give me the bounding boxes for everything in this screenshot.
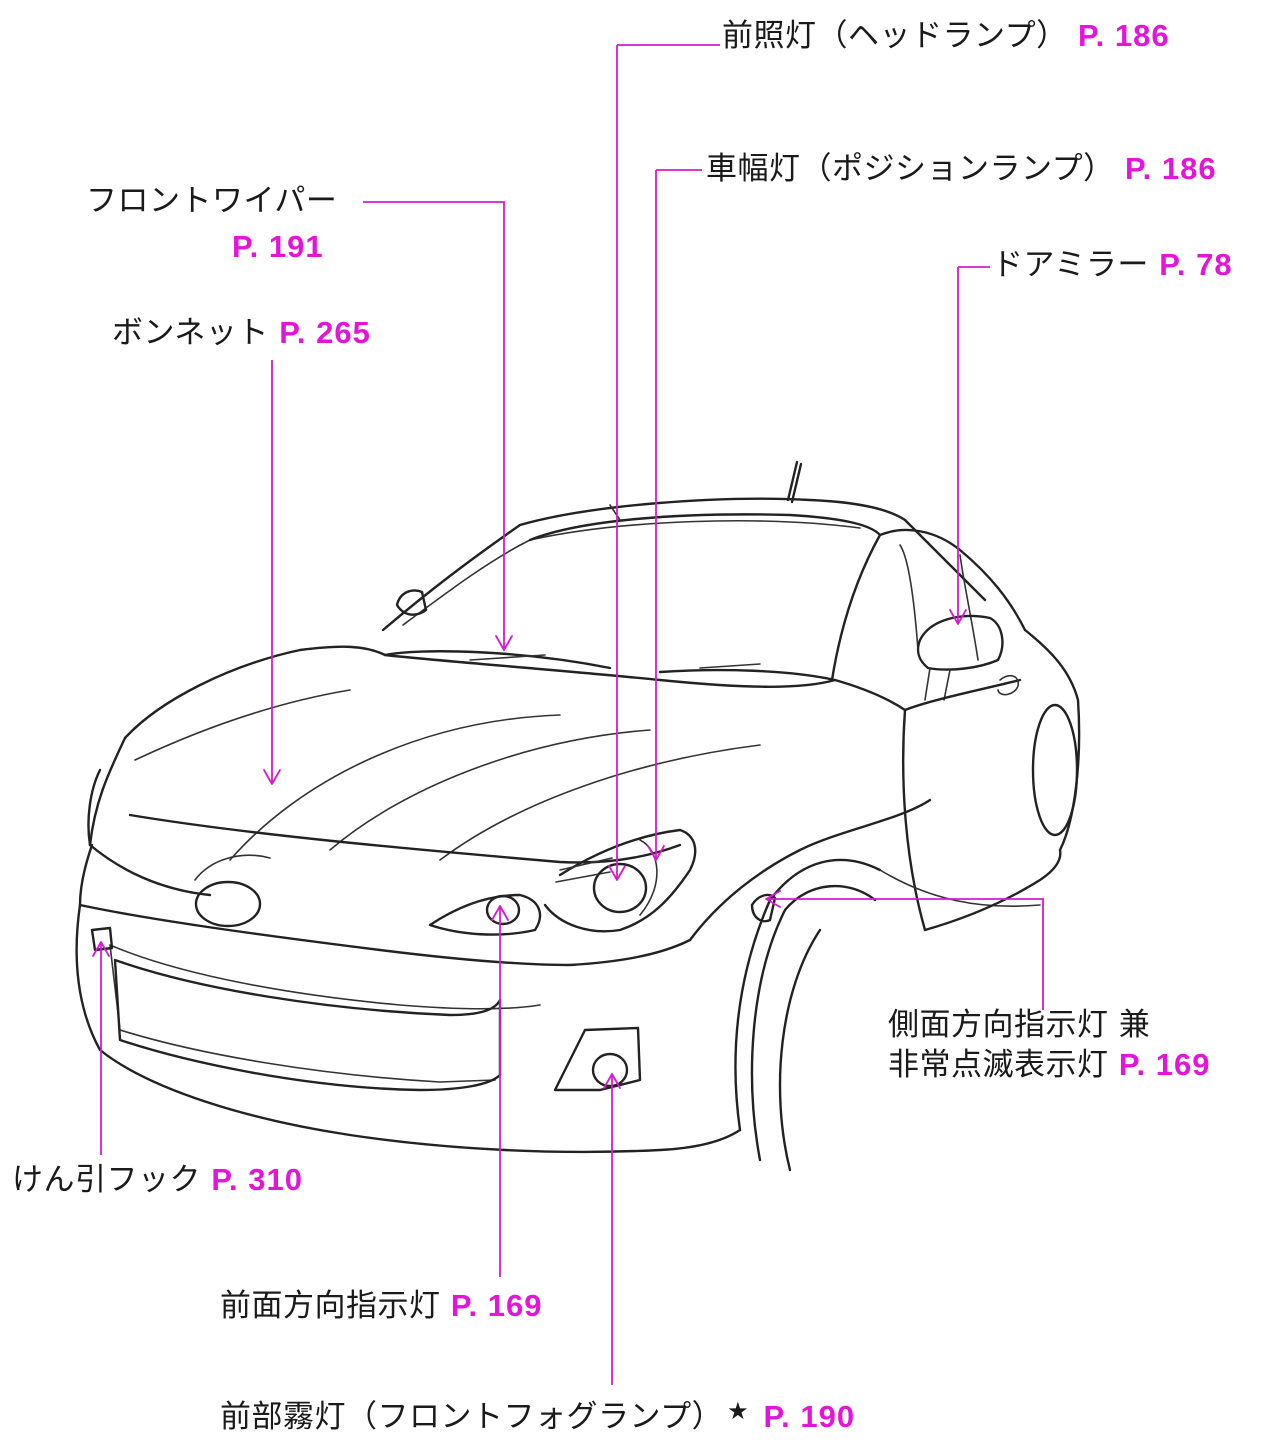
label-side-turn-line1: 側面方向指示灯 兼 bbox=[888, 1006, 1150, 1044]
label-bonnet-text: ボンネット bbox=[112, 315, 269, 351]
label-headlamp-text: 前照灯（ヘッドランプ） bbox=[722, 18, 1068, 54]
label-side-turn-text1: 側面方向指示灯 兼 bbox=[888, 1007, 1150, 1043]
label-fog-lamp: 前部霧灯（フロントフォグランプ）★ P. 190 bbox=[220, 1392, 855, 1436]
star-icon: ★ bbox=[727, 1397, 749, 1425]
page-ref-tow-hook[interactable]: P. 310 bbox=[211, 1162, 303, 1197]
label-side-turn-text2: 非常点滅表示灯 bbox=[888, 1047, 1109, 1083]
label-front-turn-text: 前面方向指示灯 bbox=[220, 1288, 441, 1324]
label-bonnet: ボンネット P. 265 bbox=[112, 314, 371, 352]
page-ref-bonnet[interactable]: P. 265 bbox=[279, 315, 371, 350]
page-ref-mirror[interactable]: P. 78 bbox=[1159, 247, 1232, 282]
page-ref-fog[interactable]: P. 190 bbox=[763, 1399, 855, 1434]
label-side-turn-line2: 非常点滅表示灯 P. 169 bbox=[888, 1046, 1211, 1084]
label-tow-hook: けん引フック P. 310 bbox=[12, 1161, 303, 1199]
label-door-mirror: ドアミラー P. 78 bbox=[992, 246, 1233, 284]
leader-wiper bbox=[363, 202, 504, 648]
page-ref-headlamp[interactable]: P. 186 bbox=[1078, 18, 1170, 53]
leader-side-turn bbox=[768, 899, 1043, 1010]
label-fog-text: 前部霧灯（フロントフォグランプ） bbox=[220, 1399, 723, 1435]
label-wiper-text: フロントワイパー bbox=[86, 183, 337, 219]
page-ref-position[interactable]: P. 186 bbox=[1125, 151, 1217, 186]
label-wiper-page: P. 191 bbox=[232, 228, 324, 266]
label-tow-hook-text: けん引フック bbox=[12, 1162, 201, 1198]
label-position-text: 車幅灯（ポジションランプ） bbox=[706, 151, 1115, 187]
label-mirror-text: ドアミラー bbox=[992, 247, 1149, 283]
label-front-turn: 前面方向指示灯 P. 169 bbox=[220, 1287, 543, 1325]
page-ref-front-turn[interactable]: P. 169 bbox=[451, 1288, 543, 1323]
page-ref-wiper[interactable]: P. 191 bbox=[232, 229, 324, 264]
label-headlamp: 前照灯（ヘッドランプ） P. 186 bbox=[722, 17, 1170, 55]
label-wiper: フロントワイパー bbox=[86, 182, 337, 220]
page-ref-side-turn[interactable]: P. 169 bbox=[1119, 1047, 1211, 1082]
label-position-lamp: 車幅灯（ポジションランプ） P. 186 bbox=[706, 150, 1217, 188]
